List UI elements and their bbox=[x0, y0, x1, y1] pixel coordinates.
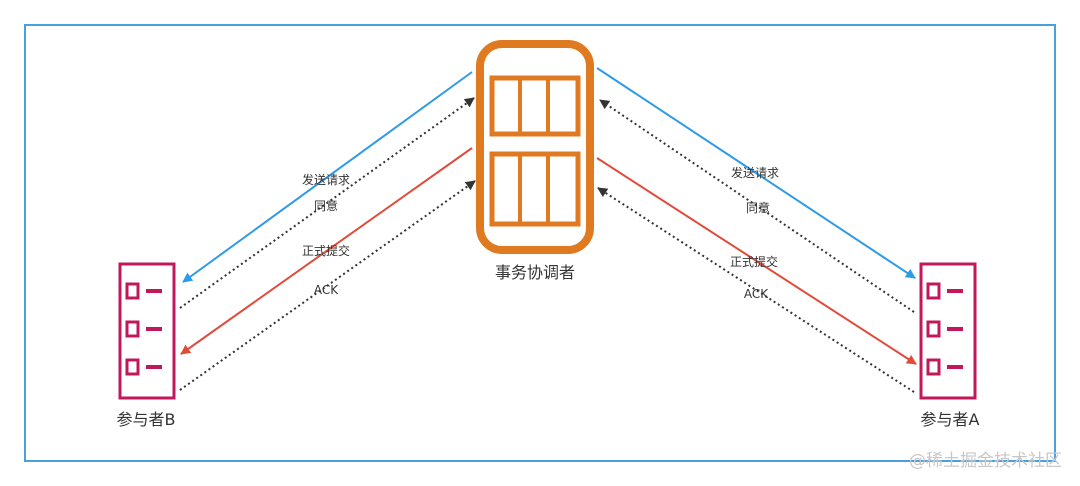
left-ack-label: ACK bbox=[314, 283, 339, 297]
left-send-request-arrow bbox=[182, 71, 473, 283]
right-agree-label: 同意 bbox=[746, 200, 770, 215]
participant-a-body bbox=[919, 262, 977, 400]
participant-b-body bbox=[118, 262, 176, 400]
coordinator-slot-top bbox=[489, 75, 581, 137]
left-commit-arrow bbox=[180, 147, 473, 355]
right-send-request-label: 发送请求 bbox=[731, 165, 779, 180]
right-send-request-arrow bbox=[596, 67, 916, 279]
coordinator-body bbox=[476, 40, 594, 254]
right-commit-arrow bbox=[596, 157, 917, 365]
right-agree-arrow bbox=[599, 99, 915, 313]
right-commit-label: 正式提交 bbox=[730, 254, 778, 269]
coordinator-slot-bottom bbox=[489, 151, 581, 227]
participant-b-node bbox=[118, 262, 176, 400]
coordinator-node bbox=[476, 40, 594, 254]
left-ack-arrow bbox=[179, 180, 476, 391]
right-ack-label: ACK bbox=[744, 287, 769, 301]
left-commit-label: 正式提交 bbox=[302, 243, 350, 258]
participant-a-node bbox=[919, 262, 977, 400]
participant-a-label: 参与者A bbox=[921, 410, 980, 429]
left-send-request-label: 发送请求 bbox=[302, 172, 350, 187]
left-agree-arrow bbox=[179, 97, 475, 309]
watermark: @稀土掘金技术社区 bbox=[909, 451, 1062, 471]
left-agree-label: 同意 bbox=[314, 198, 338, 213]
coordinator-label: 事务协调者 bbox=[495, 263, 575, 282]
diagram-frame bbox=[24, 24, 1056, 462]
participant-b-label: 参与者B bbox=[117, 410, 176, 429]
